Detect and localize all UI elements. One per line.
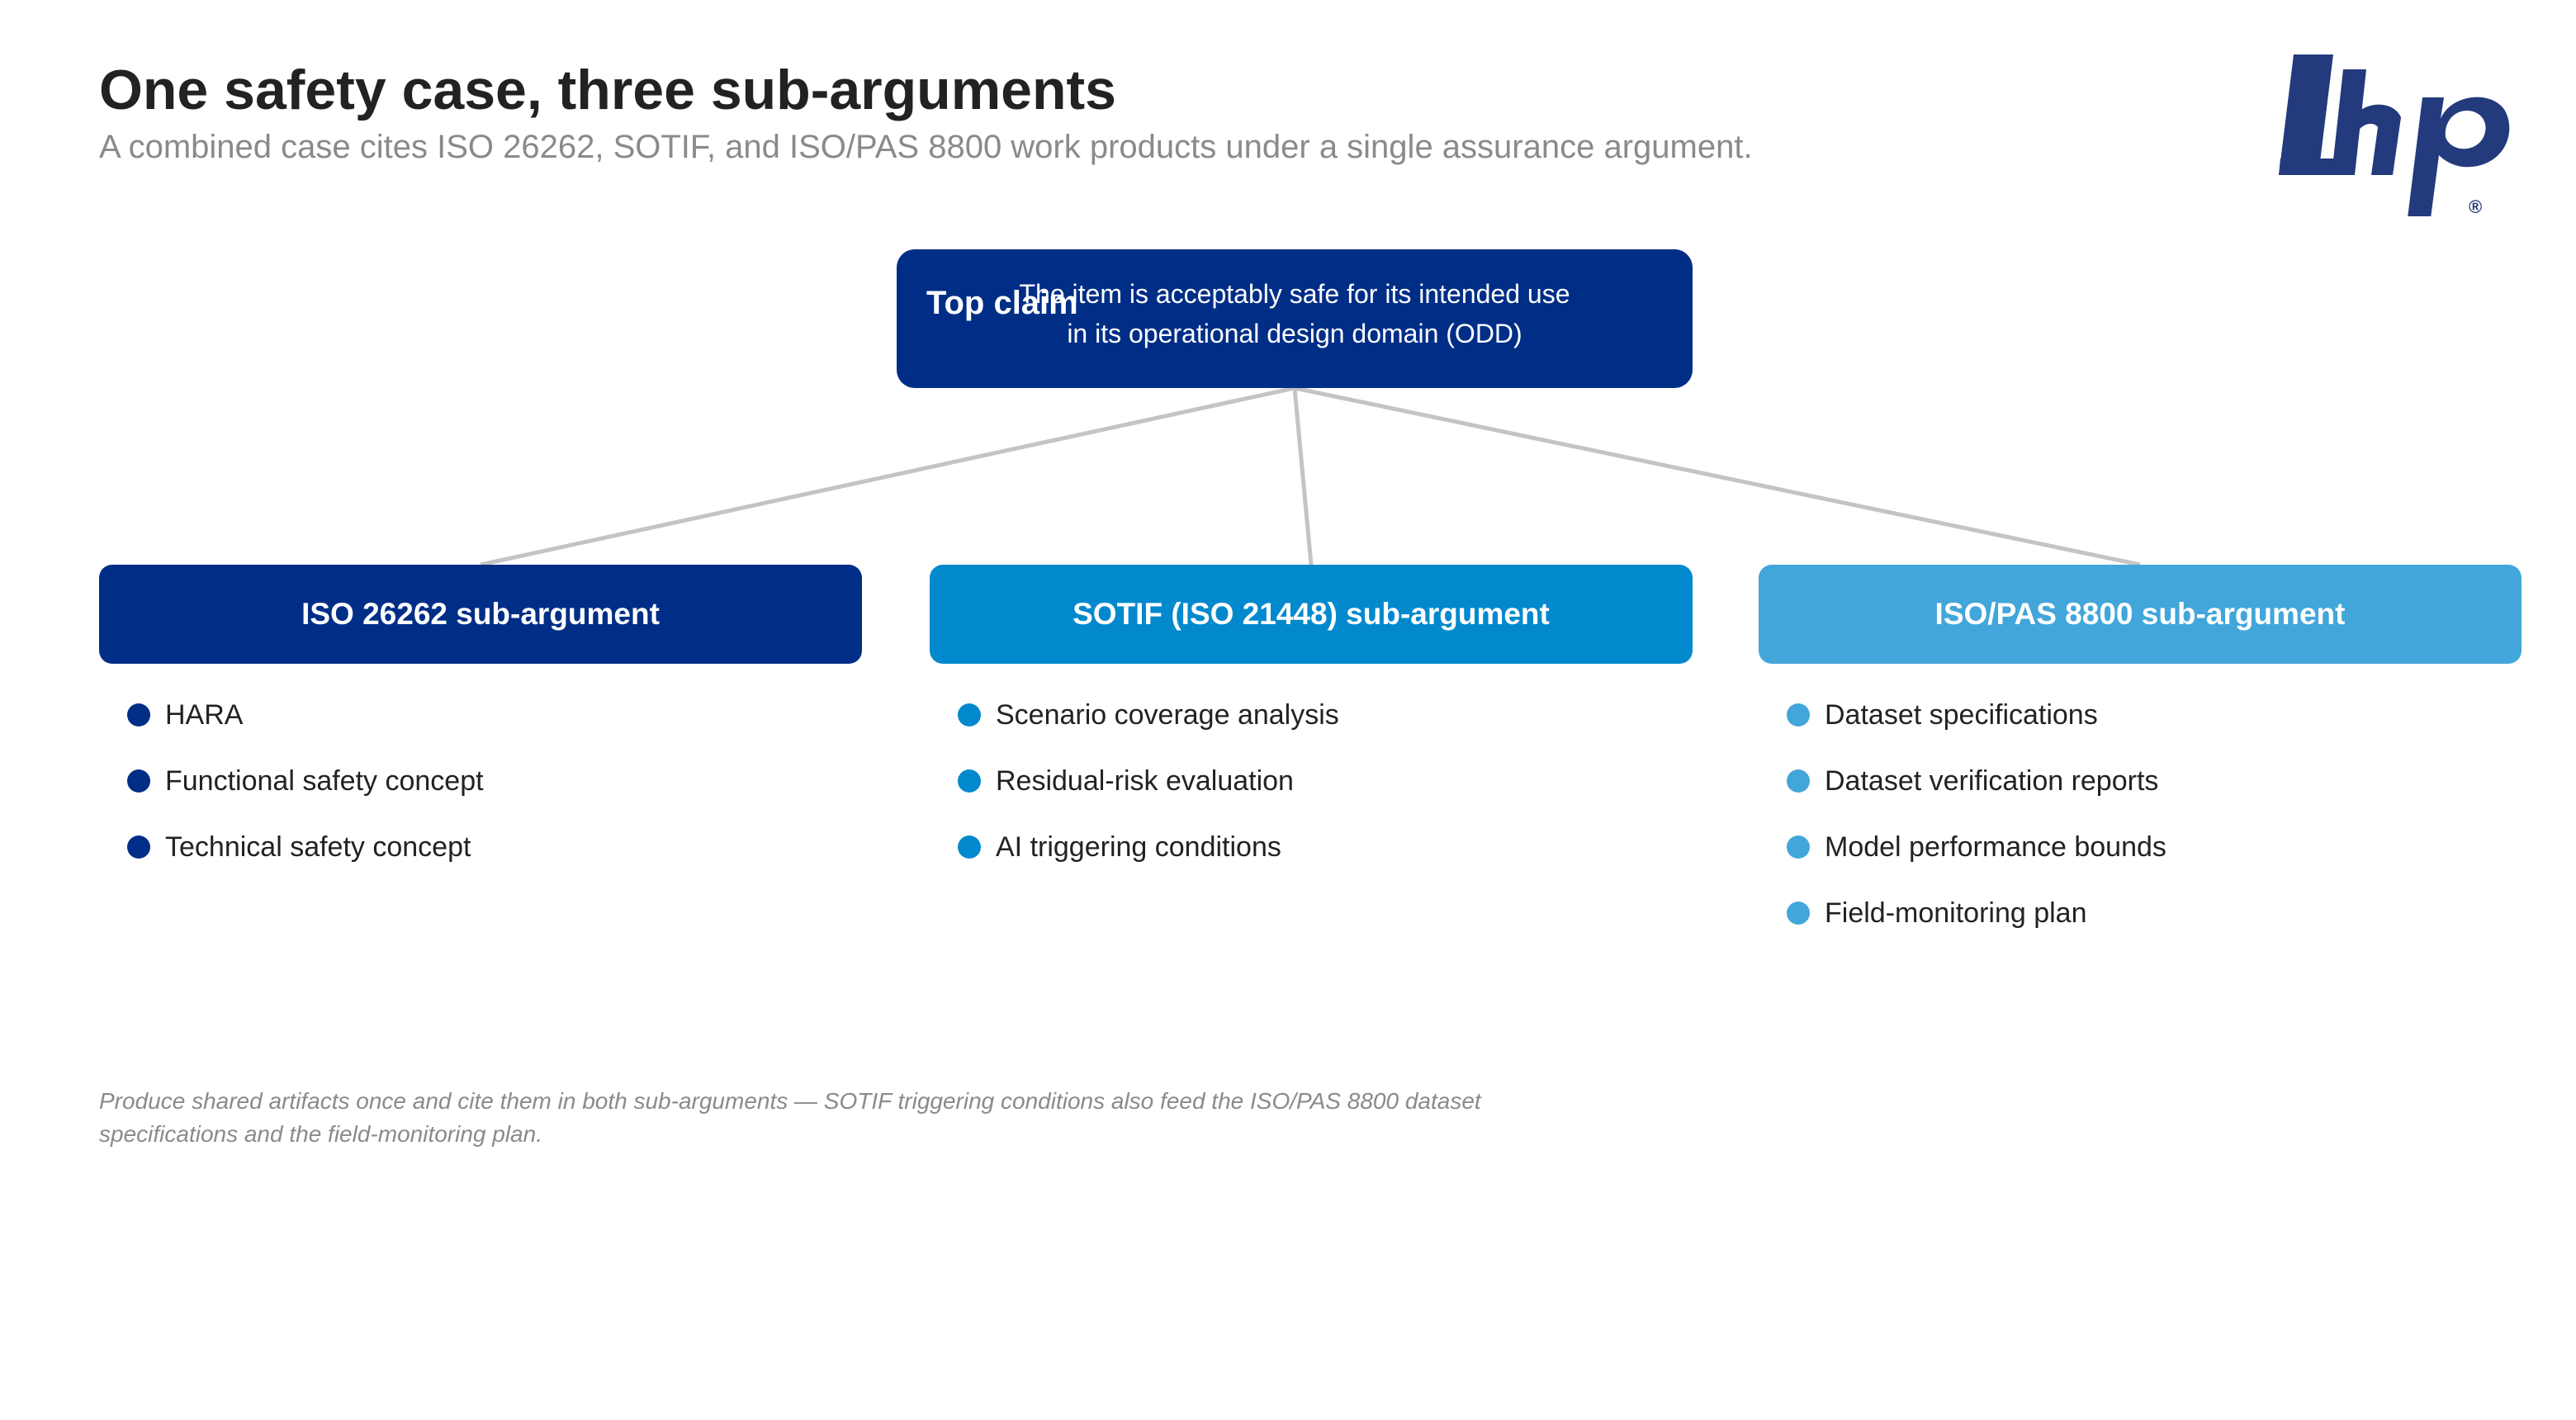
iso8800-work-products: Dataset specifications Dataset verificat… — [1759, 682, 2166, 946]
sotif-work-products: Scenario coverage analysis Residual-risk… — [930, 682, 1339, 880]
list-item-label: Residual-risk evaluation — [996, 764, 1294, 797]
list-item: Dataset specifications — [1759, 682, 2166, 748]
bullet-dot — [1787, 703, 1810, 727]
list-item: Functional safety concept — [99, 748, 484, 814]
bullet-dot — [958, 835, 981, 859]
logo-mark — [2279, 54, 2510, 216]
list-item: Field-monitoring plan — [1759, 880, 2166, 946]
list-item: Residual-risk evaluation — [930, 748, 1339, 814]
sub-argument-iso26262: ISO 26262 sub-argument — [99, 565, 862, 664]
bullet-dot — [1787, 902, 1810, 925]
list-item-label: Field-monitoring plan — [1825, 897, 2087, 929]
list-item: Model performance bounds — [1759, 814, 2166, 880]
bullet-dot — [127, 769, 150, 793]
connector-iso8800 — [1294, 386, 2141, 567]
list-item: AI triggering conditions — [930, 814, 1339, 880]
list-item: HARA — [99, 682, 484, 748]
list-item-label: Model performance bounds — [1825, 831, 2166, 863]
connector-iso26262 — [480, 386, 1295, 567]
sub-argument-iso8800: ISO/PAS 8800 sub-argument — [1759, 565, 2522, 664]
sub-argument-sotif: SOTIF (ISO 21448) sub-argument — [930, 565, 1693, 664]
list-item: Technical safety concept — [99, 814, 484, 880]
bullet-dot — [1787, 769, 1810, 793]
bullet-dot — [958, 703, 981, 727]
iso26262-work-products: HARA Functional safety concept Technical… — [99, 682, 484, 880]
top-claim-label: Top claim — [926, 285, 1078, 321]
slide-subtitle: A combined case cites ISO 26262, SOTIF, … — [99, 129, 1753, 165]
list-item: Scenario coverage analysis — [930, 682, 1339, 748]
list-item: Dataset verification reports — [1759, 748, 2166, 814]
slide-title: One safety case, three sub-arguments — [99, 59, 1117, 121]
top-claim-text-line1: The item is acceptably safe for its inte… — [1019, 279, 1570, 309]
list-item-label: Functional safety concept — [165, 764, 484, 797]
list-item-label: Dataset specifications — [1825, 698, 2098, 731]
top-claim-text: The item is acceptably safe for its inte… — [897, 274, 1693, 353]
bullet-dot — [958, 769, 981, 793]
list-item-label: Dataset verification reports — [1825, 764, 2159, 797]
registered-mark: ® — [2469, 196, 2482, 216]
top-claim-box: The item is acceptably safe for its inte… — [897, 249, 1693, 388]
company-logo: ® — [2279, 54, 2510, 216]
bullet-dot — [1787, 835, 1810, 859]
list-item-label: Scenario coverage analysis — [996, 698, 1339, 731]
bullet-dot — [127, 835, 150, 859]
bullet-dot — [127, 703, 150, 727]
connector-sotif — [1292, 387, 1314, 566]
list-item-label: AI triggering conditions — [996, 831, 1281, 863]
footnote: Produce shared artifacts once and cite t… — [99, 1088, 1481, 1147]
list-item-label: HARA — [165, 698, 244, 731]
list-item-label: Technical safety concept — [165, 831, 471, 863]
top-claim-text-line2: in its operational design domain (ODD) — [1067, 319, 1522, 348]
